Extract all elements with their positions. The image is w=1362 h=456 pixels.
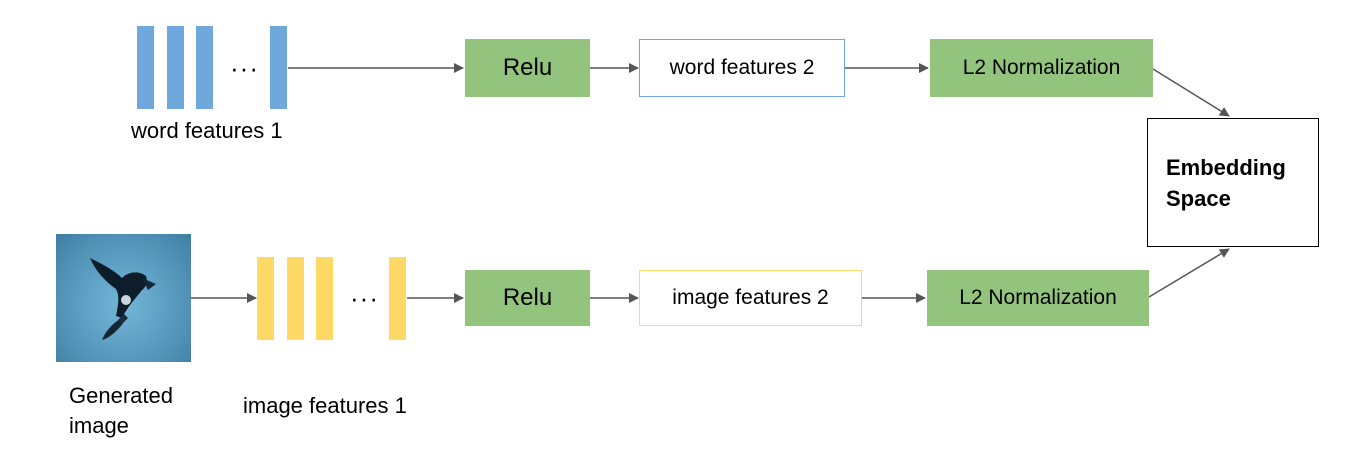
image-feature-bar bbox=[287, 257, 304, 340]
image-feature-bar bbox=[257, 257, 274, 340]
bottom-l2-normalization-node: L2 Normalization bbox=[927, 270, 1149, 326]
word-features-ellipsis: ··· bbox=[230, 53, 259, 83]
image-features-ellipsis: ··· bbox=[350, 283, 379, 313]
word-feature-bar bbox=[196, 26, 213, 109]
generated-image-label-line-1: Generated bbox=[69, 383, 173, 408]
image-feature-bar bbox=[316, 257, 333, 340]
bird-photo-icon bbox=[90, 258, 156, 340]
generated-image-label: Generated image bbox=[69, 381, 173, 441]
top-l2-normalization-node: L2 Normalization bbox=[930, 39, 1153, 97]
word-feature-bar bbox=[137, 26, 154, 109]
embedding-line-1: Embedding bbox=[1166, 154, 1286, 180]
top-relu-node: Relu bbox=[465, 39, 590, 97]
word-feature-bar bbox=[270, 26, 287, 109]
arrow-top-norm-to-embedding bbox=[1152, 68, 1230, 117]
embedding-space-node: Embedding Space bbox=[1147, 118, 1319, 247]
generated-image-label-line-2: image bbox=[69, 413, 129, 438]
image-feature-bar bbox=[389, 257, 406, 340]
generated-image bbox=[56, 234, 191, 362]
image-features-1-label: image features 1 bbox=[243, 393, 407, 418]
word-features-2-node: word features 2 bbox=[639, 39, 845, 97]
embedding-line-2: Space bbox=[1166, 185, 1231, 211]
arrow-bottom-norm-to-embedding bbox=[1148, 248, 1230, 298]
word-feature-bar bbox=[167, 26, 184, 109]
image-features-2-node: image features 2 bbox=[639, 270, 862, 326]
word-features-1-label: word features 1 bbox=[131, 118, 283, 143]
bottom-relu-node: Relu bbox=[465, 270, 590, 326]
